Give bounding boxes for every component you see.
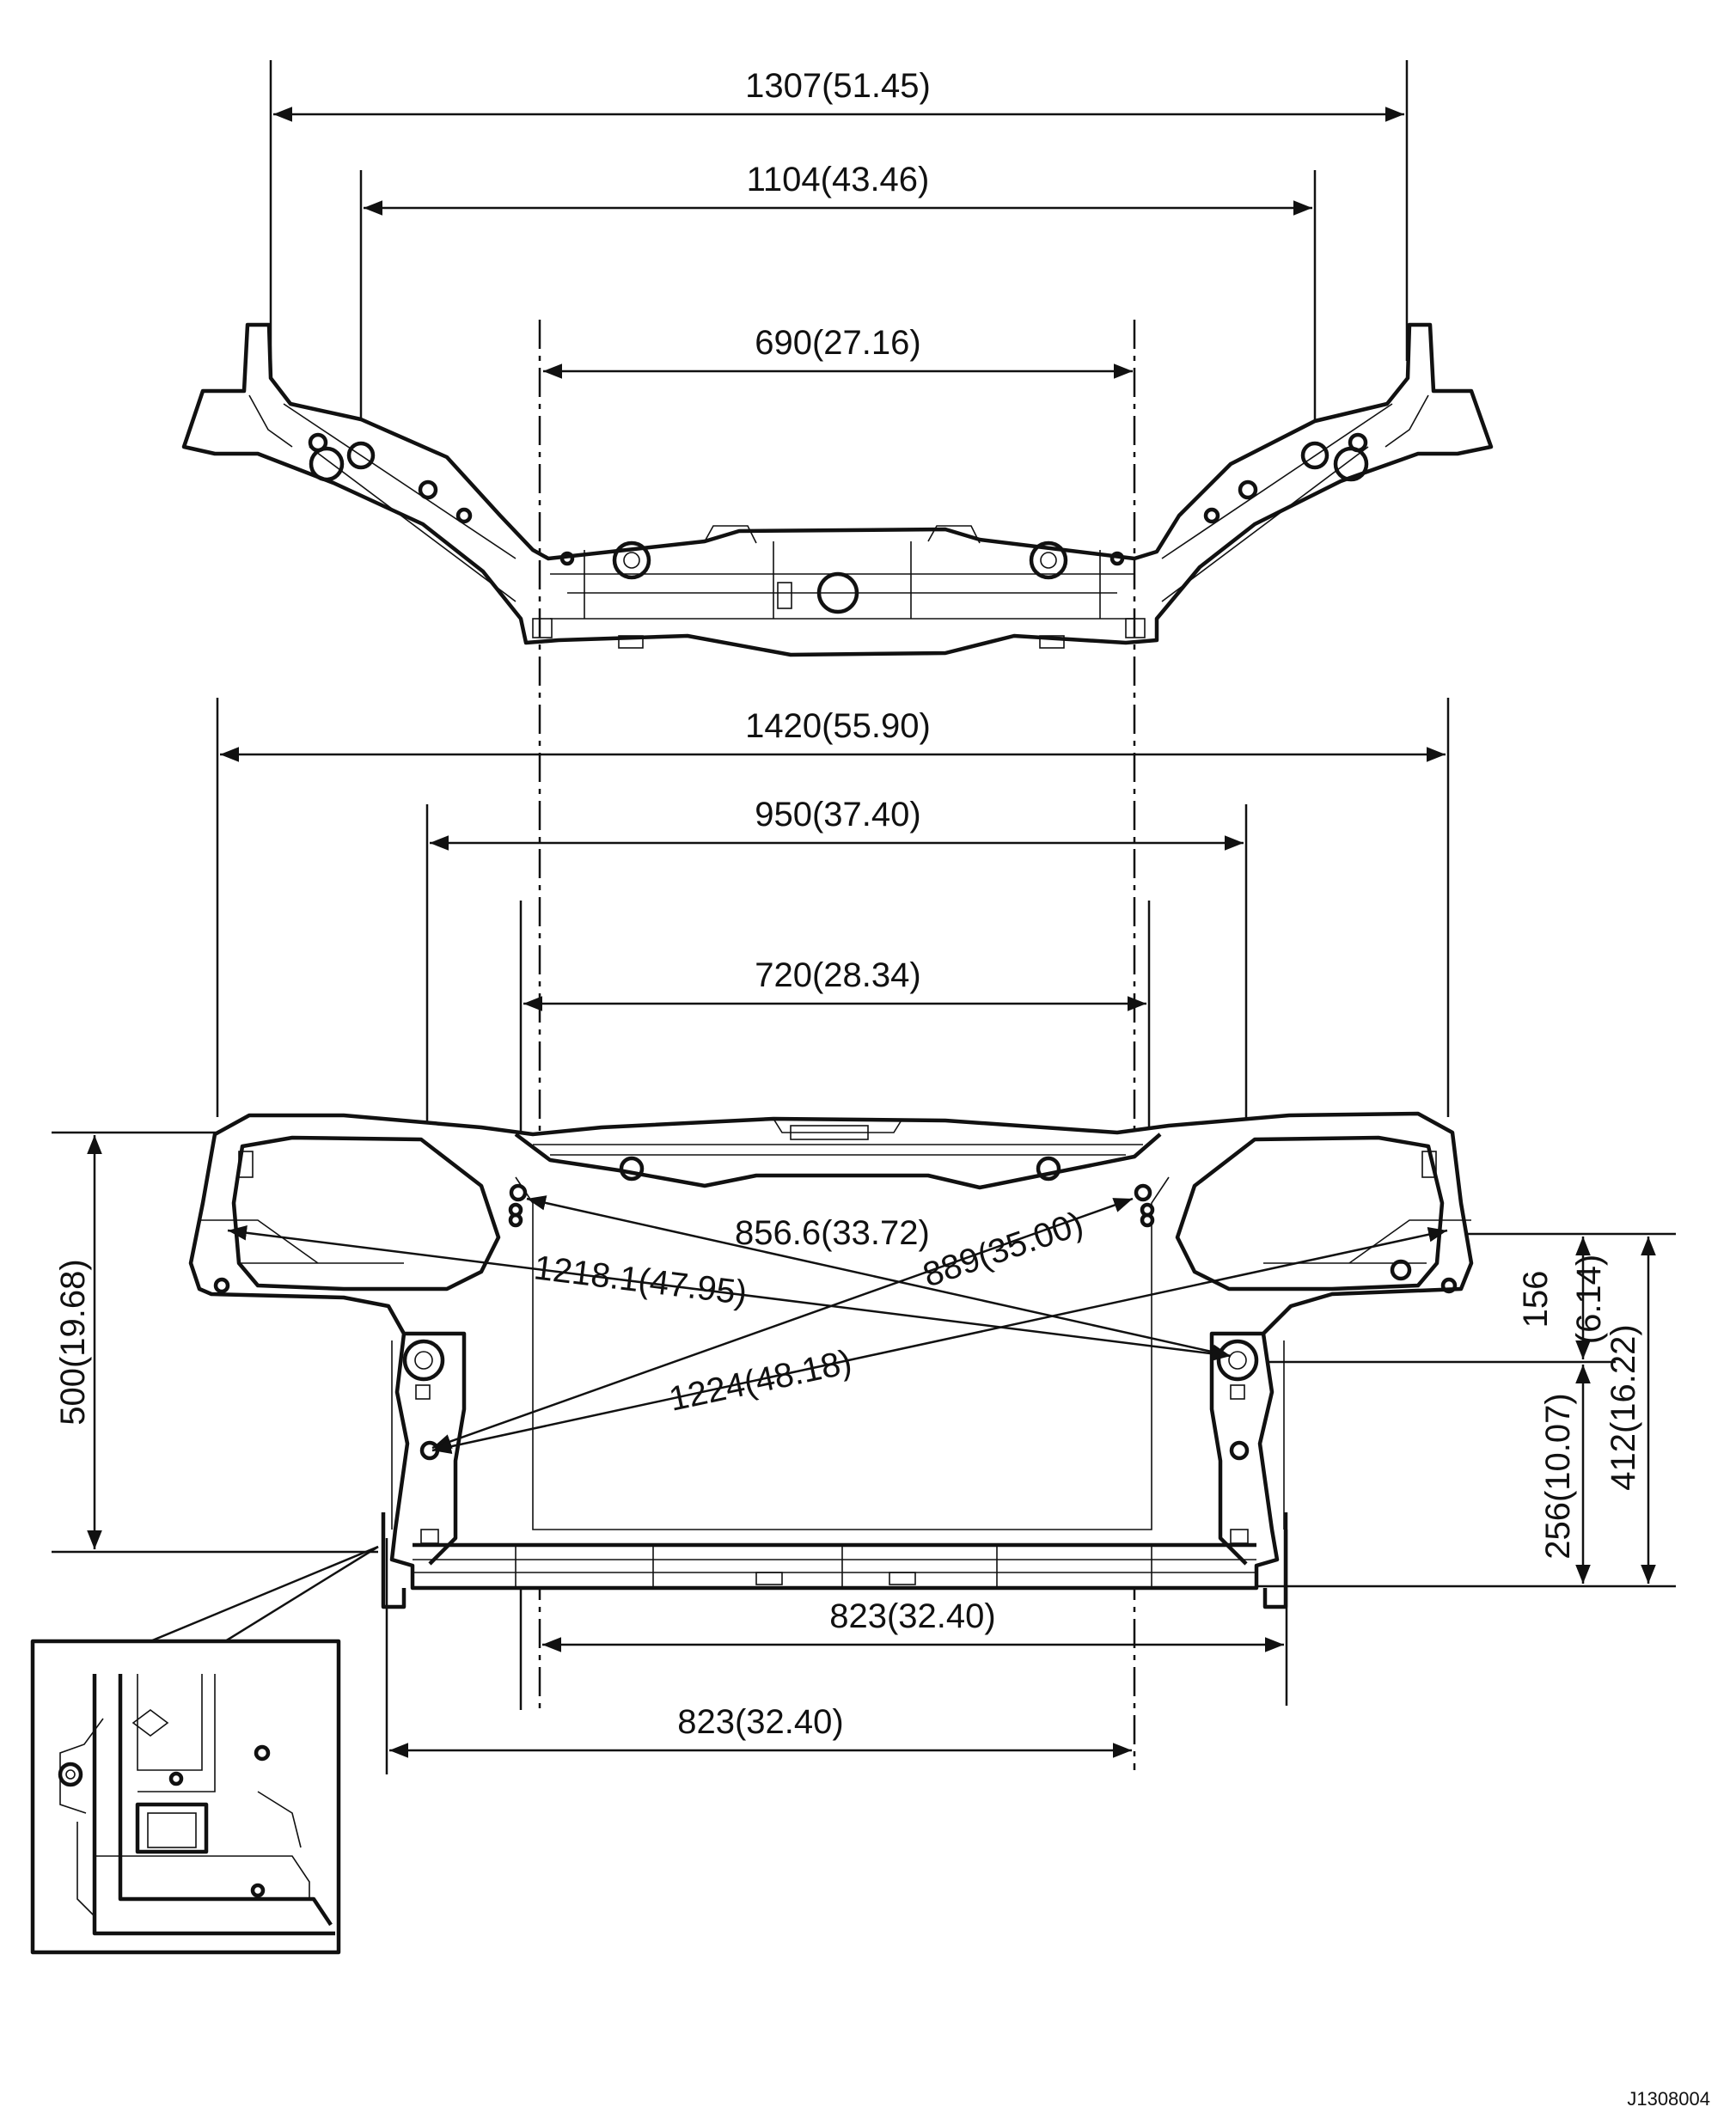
label-823-a: 823(32.40) [829,1597,995,1635]
figure-code: J1308004 [1627,2088,1710,2110]
upper-support-outline [181,322,1494,657]
diag-line-1224 [431,1227,1448,1454]
label-1420: 1420(55.90) [745,707,931,745]
label-720: 720(28.34) [755,956,920,994]
label-856: 856.6(33.72) [735,1214,930,1252]
label-1307: 1307(51.45) [745,67,931,105]
label-156-in: (6.14) [1570,1255,1608,1345]
label-690: 690(27.16) [755,324,920,362]
label-950: 950(37.40) [755,796,920,834]
label-156: 156 [1517,1271,1555,1328]
label-256: 256(10.07) [1539,1393,1577,1559]
label-500: 500(19.68) [54,1259,92,1425]
label-412: 412(16.22) [1605,1324,1642,1490]
upper-view [181,60,1494,657]
label-823-b: 823(32.40) [677,1703,843,1741]
detail-inset [30,1639,341,1955]
label-1104: 1104(43.46) [747,161,930,198]
lower-view [52,698,1676,1774]
